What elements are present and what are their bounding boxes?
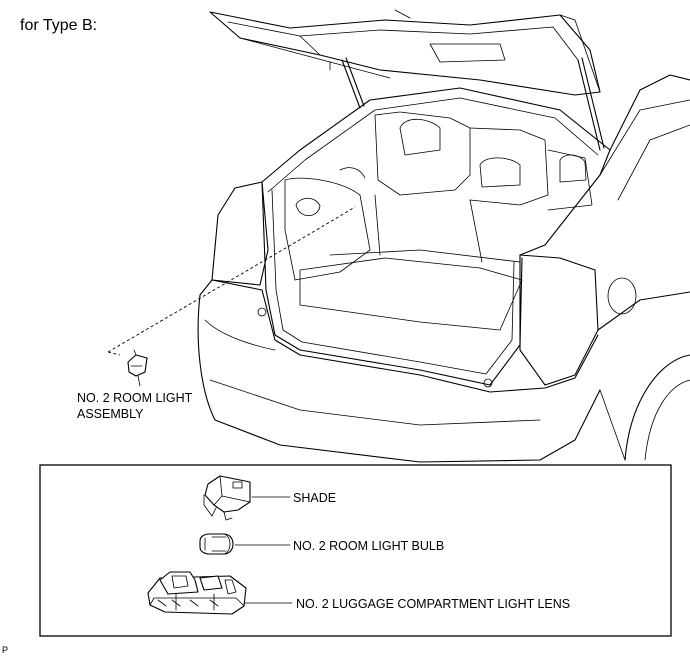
lens-label: NO. 2 LUGGAGE COMPARTMENT LIGHT LENS: [296, 597, 571, 611]
lens-icon: [147, 571, 247, 615]
bulb-label: NO. 2 ROOM LIGHT BULB: [293, 539, 445, 553]
assembly-location-leader: [107, 206, 356, 356]
shade-label: SHADE: [293, 491, 337, 505]
assembly-callout: NO. 2 ROOM LIGHT ASSEMBLY: [77, 390, 192, 422]
figure-id: P: [2, 645, 9, 655]
shade-icon: [203, 475, 251, 521]
diagram-title: for Type B:: [20, 17, 98, 34]
gas-strut-drawing: [341, 57, 605, 151]
assembly-label-line1: NO. 2 ROOM LIGHT: [77, 391, 193, 405]
assembly-label-line2: ASSEMBLY: [77, 407, 144, 421]
room-light-assembly-icon: [127, 349, 148, 387]
liftgate-drawing: [209, 9, 601, 96]
bulb-icon: [199, 533, 234, 555]
components-inset-frame: [39, 464, 672, 637]
vehicle-body-drawing: [197, 74, 690, 463]
